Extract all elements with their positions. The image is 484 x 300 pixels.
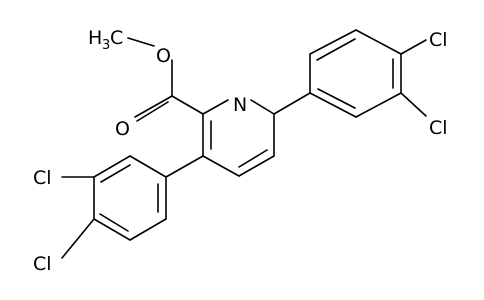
- chlorine-label: Cl: [429, 117, 448, 139]
- methyl-h-label: H: [88, 27, 102, 49]
- bond-line: [129, 155, 167, 178]
- bond-line: [129, 218, 167, 241]
- bond-line: [61, 218, 95, 259]
- bond-line: [202, 155, 240, 177]
- bond-line: [250, 99, 275, 115]
- pyridine-nitrogen-label: N: [233, 94, 247, 116]
- bond-line: [355, 92, 402, 118]
- bond-line: [309, 92, 357, 118]
- bond-line: [127, 37, 155, 47]
- bond-line: [100, 164, 131, 183]
- methyl-c-label: C: [110, 27, 123, 49]
- bond-line: [400, 92, 427, 117]
- methyl-subscript-label: 3: [102, 38, 110, 53]
- chlorine-label: Cl: [33, 253, 52, 275]
- chlorine-label: Cl: [33, 167, 52, 189]
- bond-line: [273, 92, 311, 115]
- ester-oxygen-label: O: [156, 45, 171, 67]
- bond-line: [317, 88, 356, 109]
- bond-line: [93, 218, 131, 241]
- bond-line: [202, 99, 229, 115]
- bond-line: [93, 155, 131, 178]
- chlorine-label: Cl: [429, 29, 448, 51]
- bond-line: [99, 213, 129, 232]
- bond-line: [136, 101, 169, 122]
- bond-line: [400, 39, 427, 55]
- bond-line: [165, 155, 204, 178]
- carbonyl-oxygen-label: O: [115, 118, 130, 140]
- bond-line: [238, 155, 275, 177]
- bond-layer: [61, 29, 427, 259]
- bond-line: [134, 95, 173, 118]
- bond-line: [316, 38, 356, 61]
- bond-line: [238, 149, 268, 168]
- bond-line: [171, 95, 204, 115]
- bond-line: [355, 29, 402, 55]
- bond-line: [309, 29, 357, 55]
